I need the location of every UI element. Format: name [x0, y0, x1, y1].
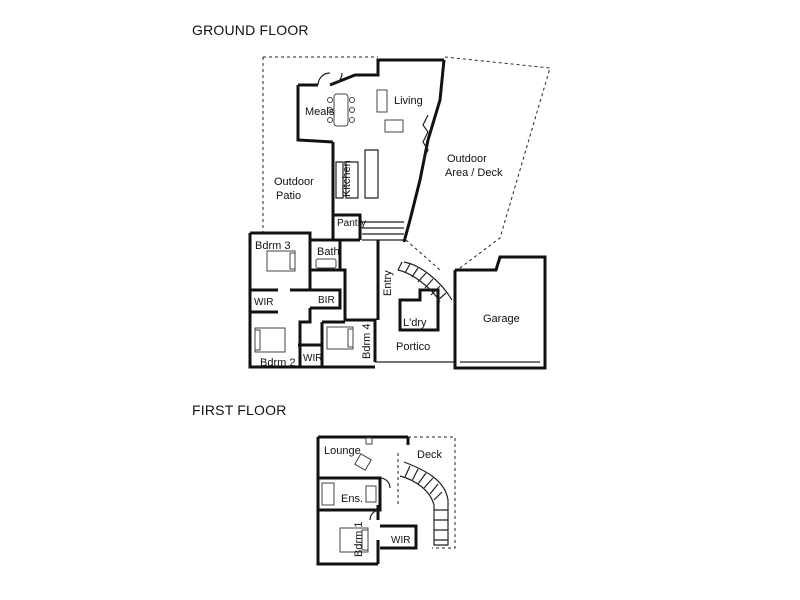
room-label-meals: Meals	[305, 106, 335, 118]
room-label-deck: Deck	[417, 449, 443, 461]
ground-floor-title: GROUND FLOOR	[192, 22, 309, 38]
room-label-bdrm3: Bdrm 3	[255, 240, 290, 252]
room-label-bdrm2: Bdrm 2	[260, 357, 295, 369]
ground-floor-plan	[248, 56, 551, 370]
room-label-bdrm1: Bdrm 1	[353, 522, 365, 557]
room-label-wir-1: WIR	[254, 297, 273, 308]
room-label-outdoor-patio-2: Patio	[276, 190, 301, 202]
room-label-portico: Portico	[396, 341, 430, 353]
room-label-outdoor-patio-1: Outdoor	[274, 176, 314, 188]
room-label-bdrm4: Bdrm 4	[361, 324, 373, 359]
room-label-ldry: L'dry	[403, 317, 427, 329]
room-label-wir: WIR	[391, 535, 410, 546]
room-label-ens: Ens.	[341, 493, 363, 505]
room-label-garage: Garage	[483, 313, 520, 325]
first-floor-plan	[316, 435, 456, 566]
room-label-bir: BIR	[318, 295, 335, 306]
first-floor-title: FIRST FLOOR	[192, 402, 287, 418]
room-label-kitchen: Kitchen	[341, 160, 353, 197]
room-label-wir-2: WIR	[303, 353, 322, 364]
room-label-outdoor-area-1: Outdoor	[447, 153, 487, 165]
room-label-lounge: Lounge	[324, 445, 361, 457]
room-label-living: Living	[394, 95, 423, 107]
room-label-entry: Entry	[382, 270, 394, 296]
room-label-outdoor-area-2: Area / Deck	[445, 167, 503, 179]
room-label-pantry: Pantry	[337, 218, 366, 229]
room-label-bath: Bath	[317, 246, 340, 258]
